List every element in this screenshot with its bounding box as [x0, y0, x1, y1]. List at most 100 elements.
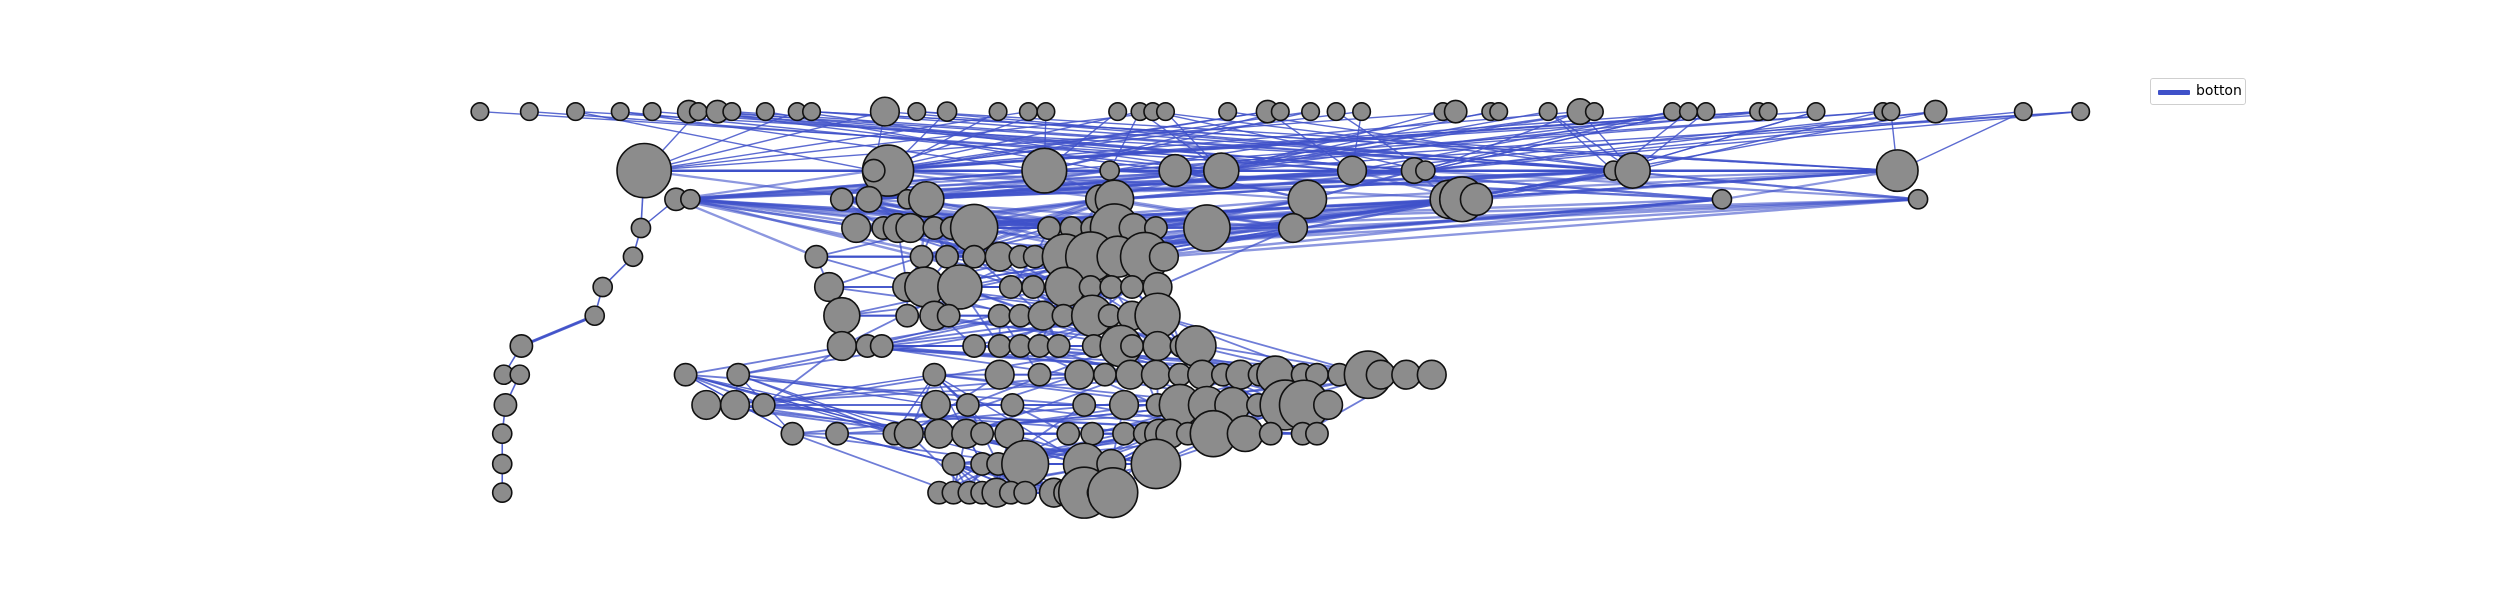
graph-node: [491, 423, 513, 445]
graph-edge: [1109, 110, 2081, 172]
graph-node: [936, 303, 961, 328]
graph-edge: [1449, 169, 1898, 201]
graph-edge: [1109, 110, 1884, 172]
graph-node: [1391, 359, 1422, 390]
graph-node: [909, 244, 934, 269]
graph-node: [855, 185, 883, 213]
graph-node: [1013, 480, 1038, 505]
graph-node: [726, 362, 751, 387]
graph-node: [1696, 102, 1716, 122]
graph-node: [592, 276, 614, 298]
graph-node: [1352, 102, 1372, 122]
graph-node: [1538, 102, 1558, 122]
graph-edge: [1109, 111, 1141, 171]
graph-edge: [1613, 169, 1919, 201]
graph-node: [755, 102, 775, 122]
graph-node: [804, 244, 829, 269]
legend-label: botton: [2196, 83, 2242, 99]
graph-node: [962, 334, 987, 358]
graph-node: [998, 275, 1023, 299]
graph-edge: [953, 463, 1055, 494]
graph-node: [566, 102, 586, 122]
graph-node: [470, 102, 490, 122]
graph-node: [869, 96, 901, 127]
graph-node: [780, 421, 805, 446]
graph-edge: [737, 374, 895, 435]
graph-edge: [792, 432, 954, 494]
graph-node: [519, 102, 539, 122]
graph-node: [1202, 152, 1240, 189]
graph-node: [1148, 241, 1180, 272]
graph-node: [869, 334, 894, 358]
graph-edge: [828, 255, 922, 288]
graph-node: [895, 303, 920, 328]
graph-edge: [763, 345, 1133, 406]
graph-node: [829, 187, 854, 212]
graph-node: [1092, 362, 1117, 387]
graph-node: [1018, 102, 1038, 122]
graph-node: [584, 305, 606, 327]
graph-node: [936, 101, 958, 122]
graph-node: [895, 212, 926, 244]
node-layer: [470, 96, 2091, 519]
graph-node: [1662, 102, 1683, 122]
graph-node: [984, 359, 1015, 390]
graph-node: [861, 158, 886, 183]
graph-edge: [1425, 110, 1689, 172]
graph-node: [823, 296, 861, 335]
graph-node: [1416, 359, 1447, 390]
graph-node: [949, 203, 999, 253]
graph-node: [1000, 393, 1025, 417]
legend: botton: [2150, 78, 2246, 105]
graph-edge: [520, 314, 596, 348]
graph-edge: [1307, 169, 1898, 201]
graph-node: [1036, 102, 1056, 122]
graph-node: [988, 102, 1008, 122]
graph-node: [1489, 102, 1509, 122]
graph-node: [1907, 188, 1929, 210]
graph-edge: [1152, 110, 1633, 172]
graph-edge: [1114, 169, 1426, 201]
graph-node: [1614, 152, 1651, 189]
graph-node: [825, 421, 850, 446]
graph-edge: [916, 110, 1614, 172]
graph-node: [1923, 99, 1948, 124]
graph-edge: [1425, 110, 2081, 172]
graph-node: [509, 334, 534, 358]
graph-node: [610, 102, 630, 122]
graph-node: [935, 244, 960, 269]
graph-node: [1155, 102, 1176, 122]
graph-edge: [873, 110, 1268, 172]
graph-node: [1115, 359, 1146, 390]
graph-node: [1258, 421, 1283, 446]
graph-node: [1027, 362, 1052, 387]
graph-node: [922, 362, 947, 387]
graph-node: [1443, 99, 1468, 124]
graph-edge: [1221, 110, 1595, 172]
graph-edge: [644, 110, 1029, 172]
graph-node: [1072, 393, 1097, 417]
graph-node: [2013, 102, 2033, 122]
graph-node: [1312, 389, 1344, 421]
graph-node: [1711, 188, 1733, 210]
graph-node: [1277, 212, 1309, 244]
graph-node: [1584, 102, 1604, 122]
graph-node: [841, 212, 872, 244]
graph-node: [1305, 421, 1329, 446]
graph-node: [826, 330, 857, 362]
graph-edge: [675, 198, 948, 258]
graph-node: [1881, 102, 1901, 122]
graph-node: [680, 188, 701, 210]
graph-node: [1678, 102, 1699, 122]
graph-node: [1108, 102, 1128, 122]
graph-edge: [1114, 169, 1614, 201]
graph-node: [491, 453, 513, 475]
graph-node: [1875, 149, 1919, 193]
graph-node: [1021, 275, 1046, 299]
graph-edge: [873, 110, 1141, 172]
graph-node: [1056, 421, 1081, 446]
graph-edge: [1157, 227, 1294, 288]
graph-node: [1130, 438, 1182, 490]
graph-node: [893, 418, 924, 449]
graph-node: [1415, 160, 1436, 181]
